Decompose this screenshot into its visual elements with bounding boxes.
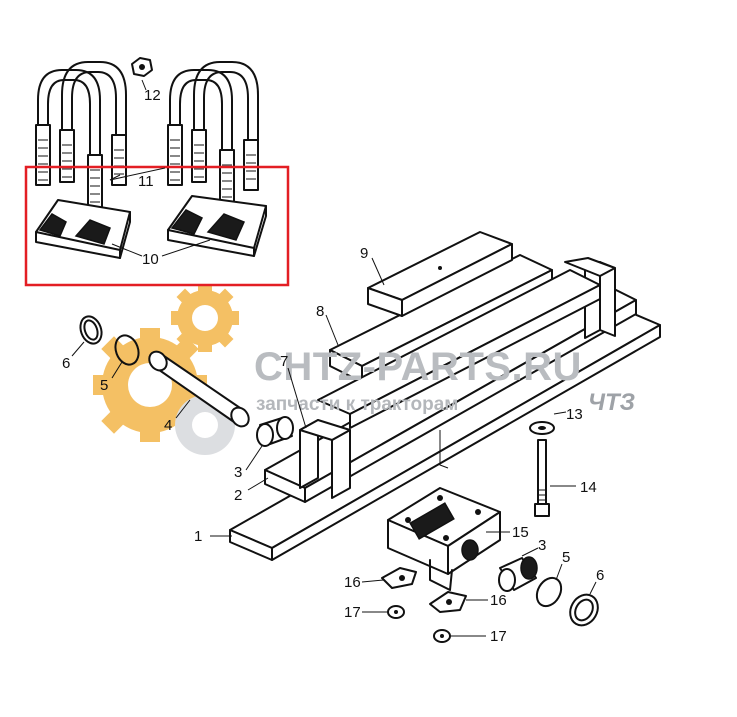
callout-14: 14	[580, 479, 597, 496]
pin-part-4	[148, 350, 250, 428]
leaf-spring-stack	[229, 231, 661, 561]
watermark-title: CHTZ-PARTS.RU	[254, 345, 582, 389]
callout-11: 11	[138, 173, 154, 190]
callout-13: 13	[566, 406, 583, 423]
seal-ring-part-5-right	[535, 576, 563, 608]
callout-6-left: 6	[62, 355, 70, 372]
callout-15: 15	[512, 524, 529, 541]
watermark-text: CHTZ-PARTS.RU запчасти к тракторам ЧТЗ	[254, 345, 635, 416]
watermark-subtitle: запчасти к тракторам	[256, 394, 458, 415]
spring-clip-part-7	[299, 257, 616, 499]
highlight-box-parts-10-11	[24, 165, 290, 287]
u-bolt-thread-right	[167, 124, 259, 211]
callout-16-lower: 16	[490, 592, 507, 609]
nut-part-17-upper	[387, 605, 405, 619]
u-bolt-assembly-left	[35, 61, 131, 259]
callout-5-left: 5	[100, 377, 108, 394]
bushing-part-3-right	[498, 556, 538, 592]
callout-labels: 1 2 3 4 5 6 7 8 9 10 11 12 13 14 15 3 5 …	[62, 87, 604, 645]
nut-part-17-lower	[433, 629, 451, 643]
lock-plate-part-16-upper	[381, 567, 417, 589]
seal-ring-part-6-right	[569, 593, 599, 627]
callout-3-left: 3	[234, 464, 242, 481]
seal-ring-part-6-left	[79, 315, 103, 345]
leaf-spring-part-8	[317, 254, 601, 429]
callout-3-right: 3	[538, 537, 546, 554]
watermark-gear-logo	[93, 284, 239, 455]
callout-17-lower: 17	[490, 628, 507, 645]
washer-part-13	[529, 421, 555, 435]
callout-4: 4	[164, 417, 172, 434]
watermark-brand: ЧТЗ	[588, 389, 635, 416]
seal-ring-part-5-left	[114, 334, 140, 366]
callout-9: 9	[360, 245, 368, 262]
u-bolt-assembly-right	[167, 61, 267, 257]
bolt-part-14	[534, 439, 550, 517]
callout-2: 2	[234, 487, 242, 504]
callout-6-right: 6	[596, 567, 604, 584]
watermark-gear-small-icon	[171, 284, 239, 352]
callout-1: 1	[194, 528, 202, 545]
spring-pad-left	[35, 199, 131, 259]
callout-5-right: 5	[562, 549, 570, 566]
nut-part-12	[131, 57, 153, 77]
callout-12: 12	[144, 87, 161, 104]
leaf-spring-part-9	[367, 231, 513, 317]
spring-pad-right	[167, 195, 267, 257]
u-bolt-thread-left	[35, 124, 127, 216]
lock-plate-part-16-lower	[429, 591, 467, 613]
callout-8: 8	[316, 303, 324, 320]
spring-bracket-part-15	[387, 487, 501, 591]
callout-16-upper: 16	[344, 574, 361, 591]
bushing-part-3-left	[256, 416, 294, 447]
callout-leader-lines	[71, 79, 597, 637]
callout-17-upper: 17	[344, 604, 361, 621]
callout-7: 7	[280, 353, 288, 370]
callout-10: 10	[142, 251, 159, 268]
